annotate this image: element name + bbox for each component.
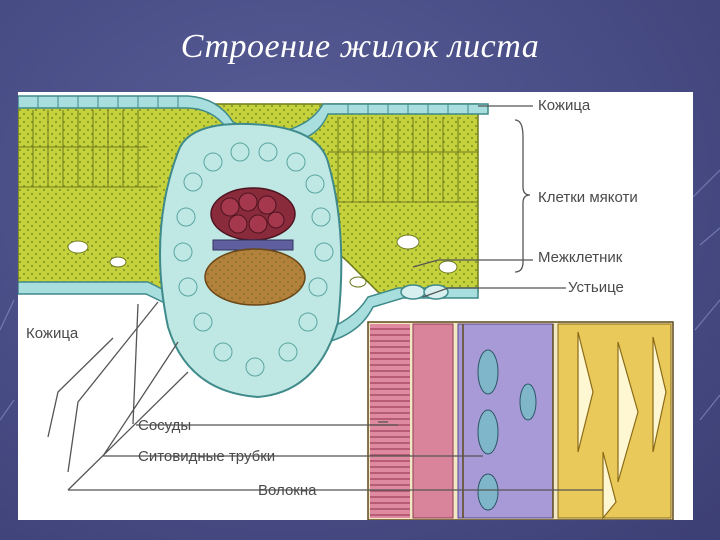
diagram-svg: Кожица Клетки мякоти Межклетник Устьице …: [18, 95, 674, 520]
leader-lines: [47, 105, 603, 491]
label-epidermis-top: Кожица: [538, 97, 591, 114]
label-fibers: Волокна: [258, 482, 317, 499]
stoma: [400, 284, 449, 300]
label-epidermis-bottom: Кожица: [26, 325, 79, 342]
label-sieve-tubes: Ситовидные трубки: [138, 448, 275, 465]
label-stoma: Устьице: [568, 279, 624, 296]
upper-epidermis: [18, 95, 489, 144]
label-mesophyll: Клетки мякоти: [538, 189, 638, 206]
phloem: [204, 248, 306, 306]
vessel-column: [370, 324, 410, 518]
sieve-tube-column: [457, 323, 554, 519]
slide-title: Строение жилок листа: [180, 28, 540, 65]
longitudinal-section: [367, 321, 674, 520]
xylem: [210, 187, 296, 241]
vessel-column-2: [412, 323, 454, 519]
leaf-vein-diagram: Кожица Клетки мякоти Межклетник Устьице …: [18, 92, 693, 520]
label-vessels: Сосуды: [138, 417, 191, 434]
fiber-column: [557, 323, 672, 519]
label-intercellular: Межклетник: [538, 249, 623, 266]
